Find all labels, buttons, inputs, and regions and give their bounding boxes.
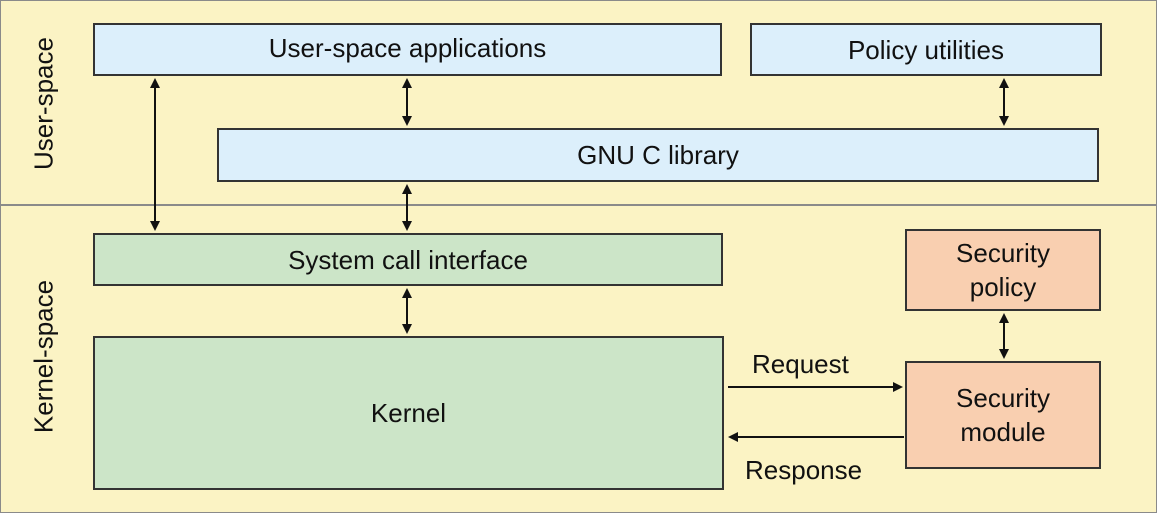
security-module-box: Security module	[905, 361, 1101, 469]
response-label: Response	[745, 455, 863, 485]
policy-utilities-box: Policy utilities	[750, 23, 1102, 76]
security-policy-box: Security policy	[905, 229, 1101, 311]
security-module-label-line1: Security	[956, 383, 1050, 413]
system-call-interface-label: System call interface	[288, 244, 528, 275]
security-policy-label-line1: Security	[956, 238, 1050, 268]
user-space-applications-box: User-space applications	[93, 23, 722, 76]
zone-divider	[0, 204, 1157, 206]
security-module-label-line2: module	[960, 417, 1046, 447]
gnu-c-library-label: GNU C library	[577, 140, 739, 170]
security-policy-label-line2: policy	[969, 272, 1037, 302]
kernel-label: Kernel	[370, 398, 447, 428]
system-call-interface-box: System call interface	[93, 233, 723, 286]
policy-utilities-label: Policy utilities	[847, 34, 1005, 65]
request-label: Request	[752, 349, 849, 379]
kernel-box: Kernel	[93, 336, 724, 490]
gnu-c-library-box: GNU C library	[217, 128, 1099, 182]
user-space-applications-label: User-space applications	[268, 33, 547, 63]
